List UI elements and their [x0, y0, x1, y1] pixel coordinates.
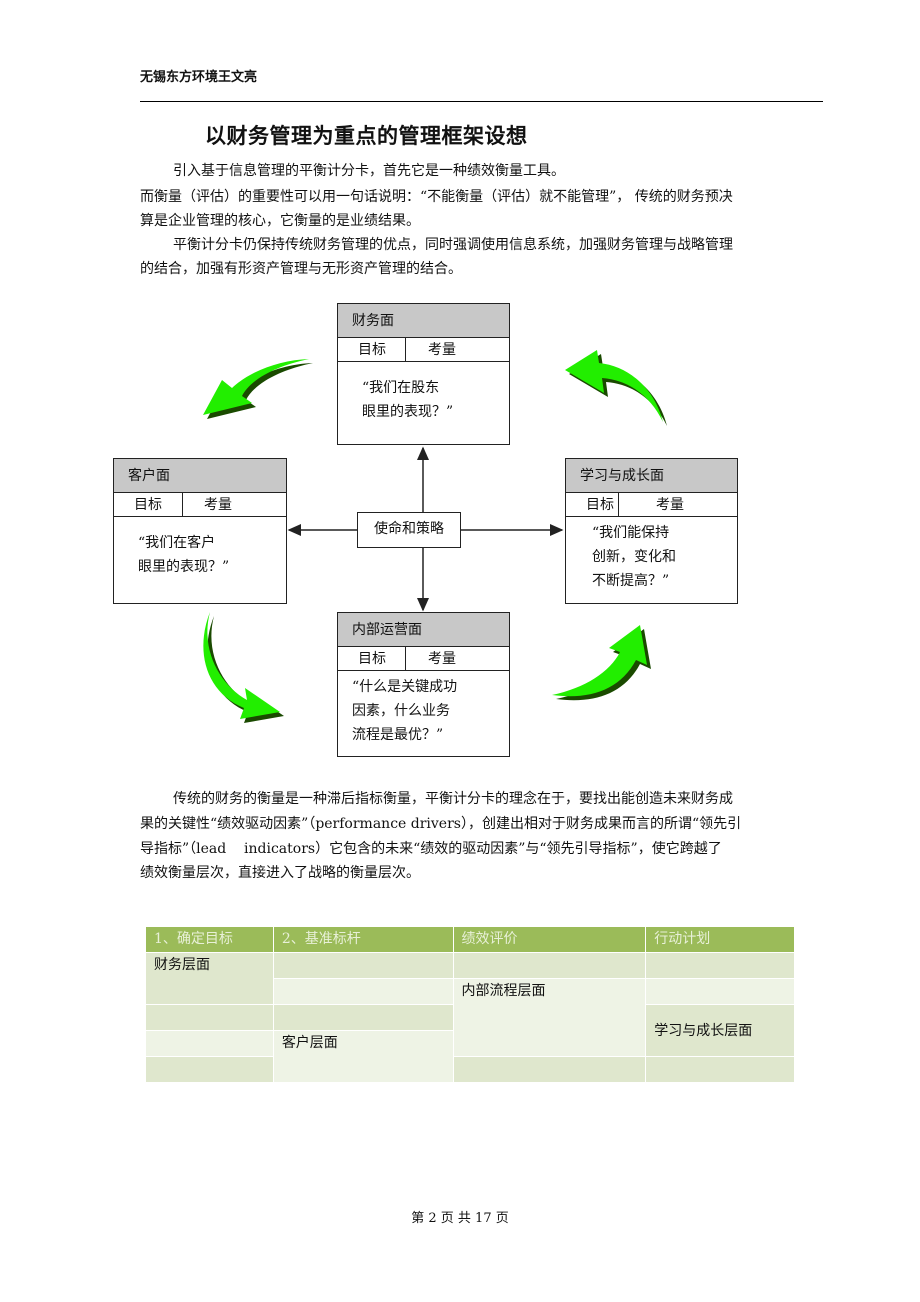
- table-cell-finance: 财务层面: [145, 952, 274, 1005]
- table-cell-learning: 学习与成长层面: [645, 1004, 795, 1057]
- finance-col-measure: 考量: [428, 342, 456, 358]
- learning-col-measure: 考量: [656, 497, 684, 513]
- body2-line-2: 果的关键性“绩效驱动因素”（performance drivers），创建出相对…: [140, 816, 742, 832]
- table-header-cell: 行动计划: [645, 926, 795, 953]
- table-row: 学习与成长层面: [145, 1004, 795, 1057]
- table-header-cell: 2、基准标杆: [272, 926, 454, 953]
- finance-question-line-2: 眼里的表现？”: [362, 404, 454, 420]
- learning-question-line-3: 不断提高？”: [592, 573, 670, 589]
- learning-box-columns: 目标 考量: [566, 493, 737, 517]
- table-cell: [145, 1004, 274, 1031]
- internal-col-divider: [405, 647, 406, 670]
- internal-box-title: 内部运营面: [338, 613, 509, 647]
- learning-col-objective: 目标: [586, 497, 614, 513]
- customer-box-title: 客户面: [114, 459, 286, 493]
- body2-line-4: 绩效衡量层次，直接进入了战略的衡量层次。: [140, 865, 420, 881]
- page-title: 以财务管理为重点的管理框架设想: [205, 124, 528, 148]
- header-divider: [140, 101, 823, 102]
- customer-box-question: “我们在客户 眼里的表现？”: [114, 517, 286, 579]
- table-cell-internal: 内部流程层面: [452, 978, 647, 1057]
- table-cell: [452, 952, 647, 979]
- table-header-cell: 绩效评价: [452, 926, 647, 953]
- internal-question-line-1: “什么是关键成功: [352, 679, 458, 695]
- customer-col-divider: [182, 493, 183, 516]
- table-row: 财务层面: [145, 952, 795, 1005]
- table-header-cell: 1、确定目标: [145, 926, 274, 953]
- performance-table: 1、确定目标 2、基准标杆 绩效评价 行动计划 财务层面 内部流程层面 学习与成…: [145, 926, 795, 1083]
- learning-box-title: 学习与成长面: [566, 459, 737, 493]
- internal-operations-perspective-box: 内部运营面 目标 考量 “什么是关键成功 因素，什么业务 流程是最优？”: [337, 612, 510, 757]
- intro-line-1: 引入基于信息管理的平衡计分卡，首先它是一种绩效衡量工具。: [173, 163, 565, 179]
- table-cell: [645, 978, 795, 1005]
- finance-box-columns: 目标 考量: [338, 338, 509, 362]
- mission-strategy-box: 使命和策略: [357, 512, 461, 548]
- intro-line-4: 平衡计分卡仍保持传统财务管理的优点，同时强调使用信息系统，加强财务管理与战略管理: [173, 237, 733, 253]
- customer-question-line-1: “我们在客户: [138, 535, 216, 551]
- table-cell: [452, 1056, 647, 1083]
- finance-question-line-1: “我们在股东: [362, 380, 440, 396]
- internal-box-columns: 目标 考量: [338, 647, 509, 671]
- curved-arrow-top-left-icon: [203, 359, 313, 419]
- internal-box-question: “什么是关键成功 因素，什么业务 流程是最优？”: [338, 671, 509, 747]
- curved-arrow-bottom-left-icon: [203, 612, 284, 723]
- finance-col-objective: 目标: [358, 342, 386, 358]
- table-cell: [272, 952, 454, 979]
- table-cell: [145, 1030, 274, 1057]
- page-footer: 第 2 页 共 17 页: [411, 1211, 509, 1226]
- intro-line-2: 而衡量（评估）的重要性可以用一句话说明：“不能衡量（评估）就不能管理”， 传统的…: [140, 189, 733, 205]
- intro-line-3: 算是企业管理的核心，它衡量的是业绩结果。: [140, 213, 420, 229]
- finance-col-divider: [405, 338, 406, 361]
- table-header-row: 1、确定目标 2、基准标杆 绩效评价 行动计划: [145, 926, 795, 953]
- internal-col-measure: 考量: [428, 651, 456, 667]
- table-cell: [645, 952, 795, 979]
- internal-col-objective: 目标: [358, 651, 386, 667]
- table-row: [145, 1056, 795, 1083]
- finance-perspective-box: 财务面 目标 考量 “我们在股东 眼里的表现？”: [337, 303, 510, 445]
- customer-col-objective: 目标: [134, 497, 162, 513]
- table-cell: [145, 1056, 274, 1083]
- table-row: 内部流程层面: [146, 978, 795, 1057]
- table-cell: [272, 978, 454, 1005]
- learning-question-line-2: 创新，变化和: [592, 549, 676, 565]
- learning-question-line-1: “我们能保持: [592, 525, 670, 541]
- table-cell: [645, 1056, 795, 1083]
- body2-line-3: 导指标”（lead indicators）它包含的未来“绩效的驱动因素”与“领先…: [140, 841, 722, 857]
- document-header-author: 无锡东方环境王文亮: [140, 70, 258, 85]
- curved-arrow-bottom-right-icon: [552, 625, 651, 701]
- learning-growth-perspective-box: 学习与成长面 目标 考量 “我们能保持 创新，变化和 不断提高？”: [565, 458, 738, 604]
- customer-perspective-box: 客户面 目标 考量 “我们在客户 眼里的表现？”: [113, 458, 287, 604]
- customer-col-measure: 考量: [204, 497, 232, 513]
- internal-question-line-2: 因素，什么业务: [352, 703, 450, 719]
- curved-arrow-top-right-icon: [565, 350, 667, 426]
- table-cell: [272, 1004, 454, 1031]
- body2-line-1: 传统的财务的衡量是一种滞后指标衡量，平衡计分卡的理念在于，要找出能创造未来财务成: [173, 791, 733, 807]
- intro-line-5: 的结合，加强有形资产管理与无形资产管理的结合。: [140, 261, 462, 277]
- learning-col-divider: [618, 493, 619, 516]
- table-row: 客户层面: [145, 1030, 795, 1083]
- finance-box-question: “我们在股东 眼里的表现？”: [338, 362, 509, 424]
- customer-question-line-2: 眼里的表现？”: [138, 559, 230, 575]
- customer-box-columns: 目标 考量: [114, 493, 286, 517]
- internal-question-line-3: 流程是最优？”: [352, 727, 444, 743]
- finance-box-title: 财务面: [338, 304, 509, 338]
- table-cell-customer: 客户层面: [272, 1030, 454, 1083]
- learning-box-question: “我们能保持 创新，变化和 不断提高？”: [566, 517, 737, 593]
